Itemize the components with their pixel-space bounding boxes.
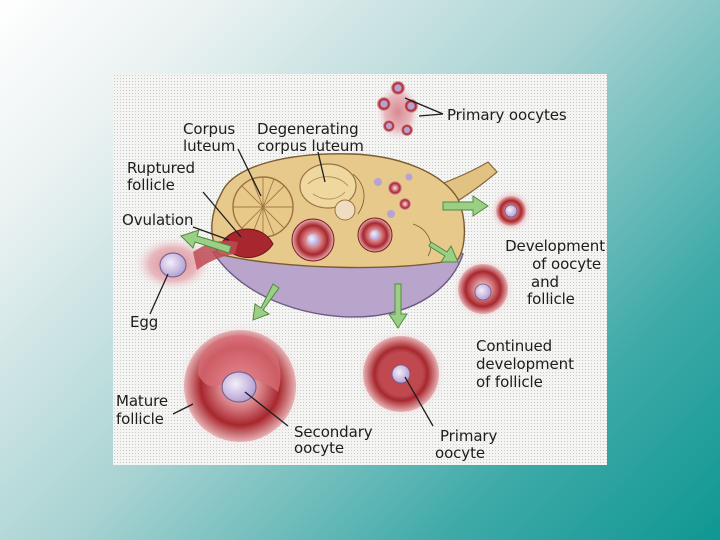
label-corpus-luteum-line1: Corpus [183, 120, 236, 138]
degenerating-corpus-luteum [299, 163, 357, 209]
cycle-arrows [180, 195, 489, 329]
label-egg: Egg [130, 313, 159, 331]
label-pointers [149, 148, 434, 427]
mature-follicle [175, 321, 305, 451]
label-mature-line1: Mature [116, 392, 168, 410]
label-primary-oocyte-line1: Primary [440, 427, 498, 445]
degenerating-pointer [317, 151, 326, 183]
continued-development-follicle [355, 328, 447, 420]
developing-follicle-small [489, 189, 533, 233]
label-continued-line1: Continued [476, 337, 553, 355]
label-corpus-luteum-line2: luteum [183, 137, 236, 155]
arrow-to-mature [252, 283, 280, 321]
ruptured-follicle-pointer [202, 191, 242, 238]
label-secondary-line1: Secondary [294, 423, 373, 441]
ovary-illustration [133, 81, 533, 451]
label-ruptured-line2: follicle [127, 176, 175, 194]
label-development-line1: Development [505, 237, 605, 255]
arrow-to-continued [388, 283, 408, 329]
label-development-line3: and [531, 273, 559, 291]
diagram-panel: Primary oocytes Corpus luteum Degenerati… [113, 74, 607, 465]
label-ruptured-line1: Ruptured [127, 159, 195, 177]
primary-oocytes-pointer [404, 97, 444, 117]
egg-pointer [149, 273, 169, 315]
label-development-line4: follicle [527, 290, 575, 308]
secondary-oocyte-pointer [244, 391, 289, 427]
primary-oocyte-pointer [404, 376, 434, 427]
ovary-follicles [291, 173, 432, 262]
label-degenerating-line2: corpus luteum [257, 137, 364, 155]
mature-follicle-pointer [172, 403, 194, 415]
label-degenerating-line1: Degenerating [257, 120, 359, 138]
arrow-to-follicle-medium [428, 241, 459, 263]
label-development-line2: of oocyte [532, 255, 601, 273]
label-primary-oocytes: Primary oocytes [447, 106, 567, 124]
developing-follicle-medium [451, 257, 515, 321]
arrow-to-follicle-small [442, 195, 489, 217]
ovulation-pointer [192, 226, 230, 241]
label-continued-line3: of follicle [476, 373, 543, 391]
label-mature-line2: follicle [116, 410, 164, 428]
corpus-luteum [232, 176, 294, 238]
label-ovulation: Ovulation [122, 211, 194, 229]
primary-oocytes-cluster [376, 81, 420, 142]
arrow-to-ovulation [180, 229, 232, 254]
label-secondary-line2: oocyte [294, 439, 344, 457]
label-continued-line2: development [476, 355, 574, 373]
label-primary-oocyte-line2: oocyte [435, 444, 485, 462]
corpus-luteum-pointer [237, 148, 262, 197]
